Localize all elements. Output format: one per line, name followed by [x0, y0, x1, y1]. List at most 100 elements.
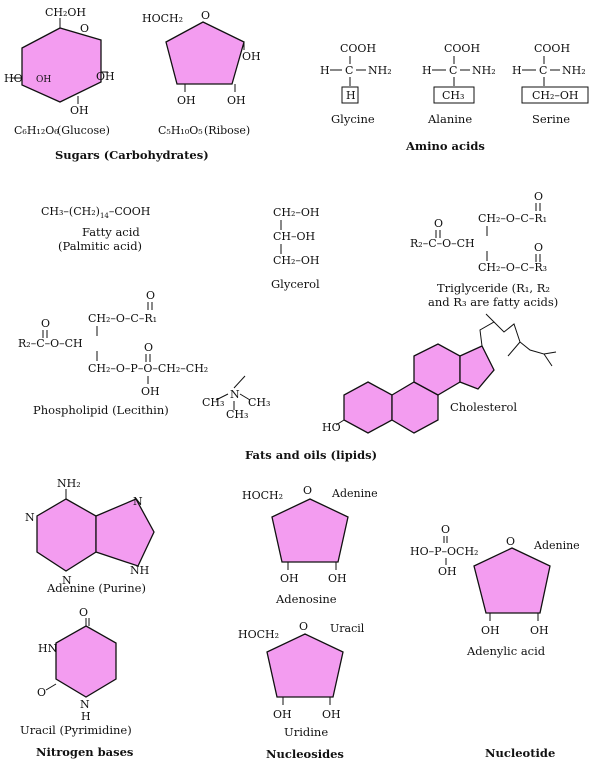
- uridine-oh-1: OH: [273, 708, 292, 721]
- ribose-o: O: [201, 9, 210, 22]
- bases-heading: Nitrogen bases: [36, 745, 133, 759]
- adenosine-oh-2: OH: [328, 572, 347, 585]
- uridine-o: O: [299, 620, 308, 633]
- glycerol-row-3: CH₂–OH: [273, 254, 320, 267]
- uridine-ring: [266, 633, 344, 698]
- uracil-name: Uracil (Pyrimidine): [20, 723, 132, 737]
- fatty-acid-structure: CH₃–(CH₂)14–COOH Fatty acid (Palmitic ac…: [41, 205, 150, 253]
- pl-name: Phospholipid (Lecithin): [33, 403, 169, 417]
- chol-name: Cholesterol: [450, 400, 517, 414]
- ribose-name: (Ribose): [204, 124, 250, 137]
- ribose-ring: [165, 21, 245, 85]
- uridine-hoch2: HOCH₂: [238, 628, 279, 641]
- glucose-ring: [21, 27, 102, 103]
- serine-structure: COOH H C NH₂ CH₂–OH Serine: [512, 42, 589, 126]
- tri-o-2: O: [434, 217, 443, 230]
- chol-ring-d: [459, 345, 495, 390]
- glycine-r: H: [346, 89, 356, 102]
- serine-r: CH₂–OH: [532, 89, 579, 102]
- adenine-n1: N: [25, 511, 35, 524]
- nt-o-top: O: [441, 523, 450, 536]
- alanine-c: C: [449, 64, 457, 77]
- glycerol-name: Glycerol: [271, 277, 320, 291]
- adenine-nh2: NH₂: [57, 477, 81, 490]
- nucleotide-heading: Nucleotide: [485, 746, 555, 760]
- tri-o-3: O: [534, 241, 543, 254]
- pl-o-1: O: [146, 289, 155, 302]
- nt-oh: OH: [438, 565, 457, 578]
- chol-side-chain: [479, 321, 553, 367]
- nt-base: Adenine: [533, 539, 580, 552]
- chol-ho: HO: [322, 421, 341, 434]
- glucose-structure: CH₂OH O HO OH OH OH C₆H₁₂O₆ (Glucose): [4, 6, 115, 137]
- adenosine-hoch2: HOCH₂: [242, 489, 283, 502]
- uridine-structure: HOCH₂ O Uracil OH OH Uridine: [238, 620, 365, 739]
- adenine-structure: NH₂ N N N NH Adenine (Purine): [25, 477, 155, 595]
- pl-top: CH₂–O–C–R₁: [88, 312, 157, 325]
- pl-ch3-a: CH₃: [202, 396, 224, 409]
- adenine-six-ring: [36, 498, 97, 572]
- alanine-cooh: COOH: [444, 42, 480, 55]
- fatty-formula-c: –COOH: [109, 205, 151, 218]
- pl-o-2: O: [41, 317, 50, 330]
- ribose-oh-bl: OH: [177, 94, 196, 107]
- fatty-formula-sub: 14: [100, 212, 109, 220]
- alanine-r-box: [433, 86, 475, 104]
- uracil-structure: O HN O N H Uracil (Pyrimidine): [20, 606, 132, 737]
- alanine-r: CH₃: [442, 89, 464, 102]
- glucose-ring-o: O: [80, 22, 89, 35]
- nt-ring: [473, 547, 551, 614]
- glycine-c: C: [345, 64, 353, 77]
- ribose-formula: C₅H₁₀O₅: [158, 124, 203, 137]
- fatty-name-2: (Palmitic acid): [58, 239, 142, 253]
- adenine-n7: N: [133, 495, 143, 508]
- glucose-oh-left: HO: [4, 72, 23, 85]
- glycerol-row-1: CH₂–OH: [273, 206, 320, 219]
- fatty-name-1: Fatty acid: [82, 225, 140, 239]
- pl-n: N: [230, 388, 240, 401]
- glycerol-row-2: CH–OH: [273, 230, 315, 243]
- tri-top: CH₂–O–C–R₁: [478, 212, 547, 225]
- pl-o-3: O: [144, 341, 153, 354]
- adenylic-acid-structure: O HO–P–OCH₂ OH O Adenine OH OH Adenylic …: [410, 523, 580, 658]
- nucleosides-heading: Nucleosides: [266, 747, 344, 761]
- glucose-oh-bottom: OH: [70, 104, 89, 117]
- tri-name-2: and R₃ are fatty acids): [428, 295, 558, 309]
- adenosine-o: O: [303, 484, 312, 497]
- glucose-oh-inner: OH: [36, 75, 51, 85]
- sugars-heading: Sugars (Carbohydrates): [55, 148, 209, 162]
- uracil-ring: [55, 625, 117, 698]
- glycine-cooh: COOH: [340, 42, 376, 55]
- uridine-oh-2: OH: [322, 708, 341, 721]
- amino-heading: Amino acids: [405, 139, 485, 153]
- serine-nh2: NH₂: [562, 64, 586, 77]
- svg-text:CH₃–(CH₂)14–COOH: CH₃–(CH₂)14–COOH: [41, 205, 150, 220]
- adenine-five-ring: [95, 498, 155, 567]
- glycine-name: Glycine: [331, 112, 375, 126]
- glycine-structure: COOH H C NH₂ H Glycine: [320, 42, 392, 126]
- fatty-formula-a: CH₃: [41, 205, 63, 218]
- chol-ring-a: [343, 381, 393, 434]
- glycerol-structure: CH₂–OH CH–OH CH₂–OH Glycerol: [271, 206, 320, 291]
- nt-oh-1: OH: [481, 624, 500, 637]
- serine-c: C: [539, 64, 547, 77]
- serine-h-left: H: [512, 64, 522, 77]
- pl-bot: CH₂–O–P–O–CH₂–CH₂: [88, 362, 208, 375]
- glycine-r-box: [341, 86, 359, 104]
- nt-oh-2: OH: [530, 624, 549, 637]
- alanine-name: Alanine: [427, 112, 472, 126]
- serine-name: Serine: [532, 112, 570, 126]
- adenosine-base: Adenine: [331, 487, 378, 500]
- uracil-o-bot: O: [37, 686, 46, 699]
- uracil-h: H: [81, 710, 91, 723]
- pl-oh: OH: [141, 385, 160, 398]
- ribose-oh-br: OH: [227, 94, 246, 107]
- glucose-formula: C₆H₁₂O₆: [14, 124, 59, 137]
- tri-o-1: O: [534, 190, 543, 203]
- ribose-oh-right: OH: [242, 50, 261, 63]
- triglyceride-structure: O CH₂–O–C–R₁ O R₂–C–O–CH O CH₂–O–C–R₃ Tr…: [410, 190, 558, 309]
- pl-ch3-c: CH₃: [226, 408, 248, 421]
- pl-mid: R₂–C–O–CH: [18, 337, 83, 350]
